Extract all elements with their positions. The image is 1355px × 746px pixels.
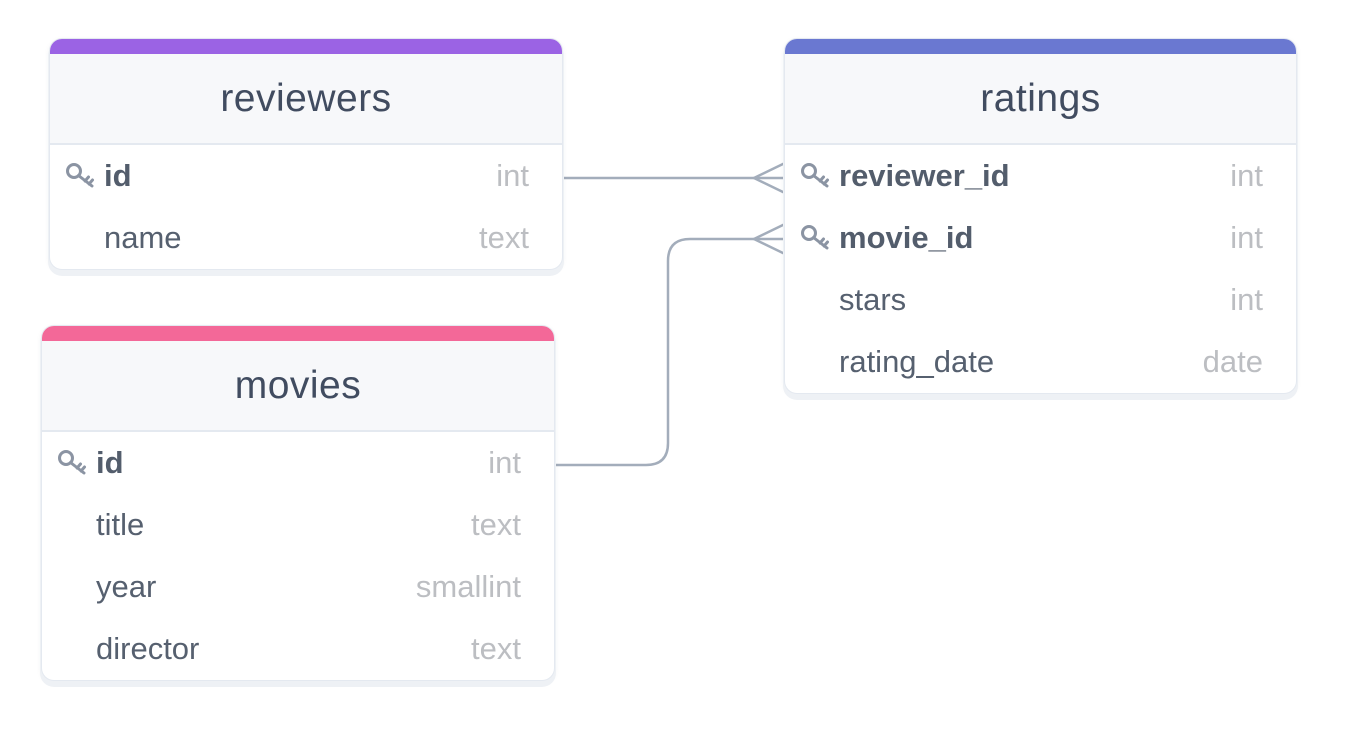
table-header: reviewers	[50, 54, 562, 145]
column-name: director	[96, 631, 200, 666]
table-accent-bar	[785, 39, 1296, 54]
table-ratings[interactable]: ratings reviewer_id int movie_id int sta…	[785, 39, 1296, 393]
column-name: id	[104, 158, 132, 193]
column-type: int	[1230, 158, 1263, 193]
column-row-id[interactable]: id int	[42, 432, 554, 494]
column-row-director[interactable]: director text	[42, 618, 554, 680]
key-icon	[801, 225, 829, 250]
column-name: stars	[839, 282, 907, 317]
table-reviewers[interactable]: reviewers id int name text	[50, 39, 562, 269]
column-name: title	[96, 507, 145, 542]
table-title: reviewers	[220, 76, 392, 120]
column-name: movie_id	[839, 220, 974, 255]
column-name: name	[104, 220, 182, 255]
table-accent-bar	[50, 39, 562, 54]
column-type: date	[1202, 344, 1263, 379]
column-type: smallint	[415, 569, 521, 604]
key-icon	[801, 163, 829, 188]
table-movies[interactable]: movies id int title text year smallint d…	[42, 326, 554, 680]
column-name: id	[96, 445, 124, 480]
table-accent-bar	[42, 326, 554, 341]
column-row-id[interactable]: id int	[50, 145, 562, 207]
column-row-stars[interactable]: stars int	[785, 269, 1296, 331]
table-header: ratings	[785, 54, 1296, 145]
column-row-year[interactable]: year smallint	[42, 556, 554, 618]
column-type: int	[496, 158, 529, 193]
crows-foot-icon	[752, 161, 787, 195]
relationship-reviewers-ratings[interactable]	[561, 161, 787, 195]
column-row-rating-date[interactable]: rating_date date	[785, 331, 1296, 393]
column-row-title[interactable]: title text	[42, 494, 554, 556]
column-row-reviewer-id[interactable]: reviewer_id int	[785, 145, 1296, 207]
crows-foot-icon	[752, 222, 787, 256]
column-name: reviewer_id	[839, 158, 1010, 193]
key-icon	[66, 163, 94, 188]
column-row-name[interactable]: name text	[50, 207, 562, 269]
key-icon	[58, 450, 86, 475]
column-name: rating_date	[839, 344, 995, 379]
table-title: movies	[234, 363, 362, 407]
column-name: year	[96, 569, 157, 604]
column-type: int	[488, 445, 521, 480]
column-row-movie-id[interactable]: movie_id int	[785, 207, 1296, 269]
column-type: int	[1230, 282, 1263, 317]
column-type: int	[1230, 220, 1263, 255]
column-type: text	[471, 631, 521, 666]
column-type: text	[479, 220, 529, 255]
column-type: text	[471, 507, 521, 542]
table-title: ratings	[980, 76, 1101, 120]
table-header: movies	[42, 341, 554, 432]
relationship-movies-ratings[interactable]	[553, 222, 787, 467]
